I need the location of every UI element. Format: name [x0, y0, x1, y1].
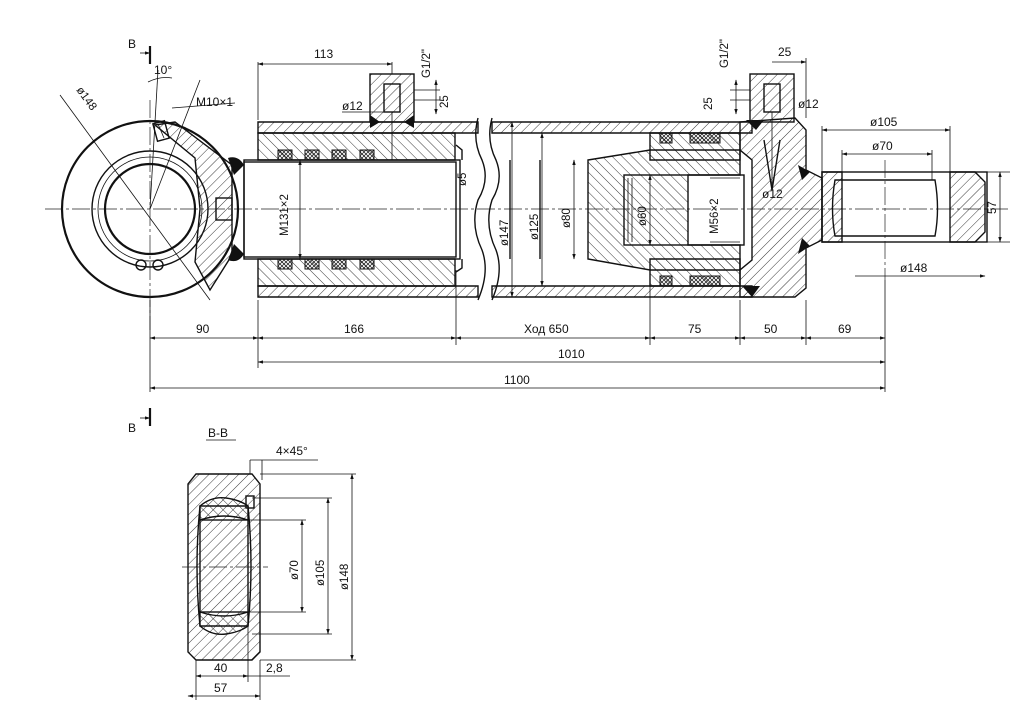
dim-g12-right: G1/2" — [719, 39, 731, 68]
dim-25-right-v: 25 — [703, 97, 715, 110]
dim-m131: M131×2 — [279, 194, 291, 236]
dim-angle-10: 10° — [154, 63, 172, 77]
dimensions-main: 113 G1/2" 25 ø12 G1/2" 25 25 ø12 ø12 10°… — [74, 39, 1010, 392]
dim-75: 75 — [688, 322, 702, 336]
dim-25-top: 25 — [778, 45, 792, 59]
dim-166: 166 — [344, 322, 364, 336]
section-letter-bottom: B — [128, 421, 136, 435]
dim-phi148-eye: ø148 — [74, 85, 99, 113]
dim-sec-phi70: ø70 — [289, 560, 301, 580]
dim-sec-phi148: ø148 — [339, 564, 351, 590]
dim-phi70-top: ø70 — [872, 139, 893, 153]
dim-phi105-top: ø105 — [870, 115, 898, 129]
dim-phi80: ø80 — [561, 208, 573, 228]
main-view: B B — [45, 37, 1010, 435]
dim-57-right: 57 — [987, 201, 999, 214]
dim-sec-40: 40 — [214, 661, 228, 675]
section-view-bb: B-B 4×45° ø70 ø105 ø148 40 2,8 — [182, 426, 356, 700]
section-marker-bottom: B — [128, 408, 152, 435]
rod-eye-left — [59, 69, 244, 330]
dim-phi60: ø60 — [637, 206, 649, 226]
dim-phi147: ø147 — [499, 220, 511, 246]
dim-phi12-inner: ø12 — [762, 187, 783, 201]
dim-stroke: Ход 650 — [524, 322, 569, 336]
dim-sec-2-8: 2,8 — [266, 661, 283, 675]
dim-phi12-right: ø12 — [798, 97, 819, 111]
dim-sec-57: 57 — [214, 681, 228, 695]
dim-g12-left: G1/2" — [421, 49, 433, 78]
dim-phi148-right: ø148 — [900, 261, 928, 275]
rear-cap — [739, 73, 988, 298]
dim-m10: M10×1 — [196, 95, 233, 109]
dim-113: 113 — [314, 47, 333, 61]
dim-50: 50 — [764, 322, 778, 336]
dim-m56: M56×2 — [709, 199, 721, 234]
section-title: B-B — [208, 426, 228, 440]
dim-25-left: 25 — [439, 95, 451, 108]
dim-90: 90 — [196, 322, 210, 336]
dim-69: 69 — [838, 322, 852, 336]
dim-phi5: ø5 — [457, 173, 469, 186]
dim-sec-phi105: ø105 — [315, 560, 327, 586]
grease-nipple — [152, 119, 170, 143]
section-marker-top: B — [128, 37, 152, 64]
dim-chamfer: 4×45° — [276, 444, 308, 458]
dim-phi12-left: ø12 — [342, 99, 363, 113]
dim-phi125: ø125 — [529, 214, 541, 240]
cylinder-barrel — [243, 73, 753, 301]
section-letter-top: B — [128, 37, 136, 51]
dim-1100: 1100 — [504, 373, 530, 387]
dim-1010: 1010 — [558, 347, 585, 361]
